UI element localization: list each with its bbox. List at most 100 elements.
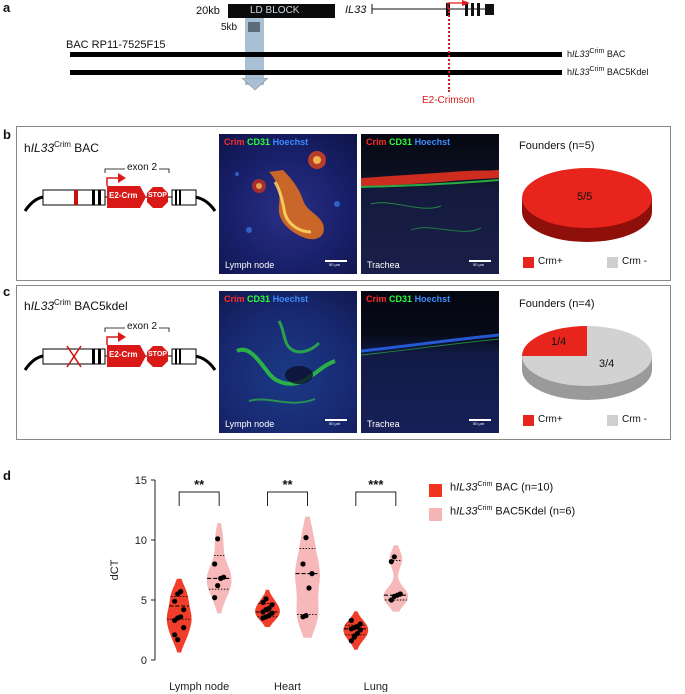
micrograph-c-lymph-node-signal (236, 320, 336, 404)
y-axis-label: dCT (109, 559, 121, 580)
bac-name-label: BAC RP11-7525F15 (66, 39, 166, 51)
data-point (388, 597, 394, 603)
ld-block-bar: LD BLOCK (228, 4, 335, 18)
block-5kb (248, 22, 260, 32)
data-point (172, 598, 178, 604)
e2-crimson-label: E2-Crimson (422, 95, 475, 106)
legend-c-crm-neg-swatch (607, 415, 618, 426)
data-point (215, 583, 221, 589)
panel-letter-c: c (3, 284, 11, 299)
ld-block-label: LD BLOCK (250, 5, 300, 16)
data-point (181, 607, 187, 613)
bac-line-1 (70, 52, 562, 57)
micrograph-c-lymph-node: Crim CD31 Hoechst Lymph node 50 µm (219, 291, 357, 433)
panel-letter-b: b (3, 127, 11, 142)
data-point (175, 637, 181, 643)
legend-d-bac-swatch (429, 484, 442, 497)
data-point (303, 535, 309, 541)
stain-labels-b2: Crim CD31 Hoechst (366, 137, 451, 147)
pie-chart-c (522, 326, 652, 400)
data-point (303, 613, 309, 619)
tissue-label-b1: Lymph node (225, 260, 275, 270)
y-tick-label: 5 (141, 595, 147, 607)
e2crm-label-c: E2-Crm (109, 350, 138, 359)
legend-b-crm-neg-swatch (607, 257, 618, 268)
data-point (357, 621, 363, 627)
il33-gene-model (371, 0, 494, 16)
legend-d-bac5kdel-label: hIL33Crim BAC5Kdel (n=6) (450, 505, 576, 518)
bac-line-2-label: hIL33Crim BAC5Kdel (567, 66, 649, 77)
significance-bracket (355, 491, 397, 506)
micrograph-b-trachea: Crim CD31 Hoechst Trachea 50 µm (361, 134, 499, 274)
pie-c-label-pos: 1/4 (551, 336, 567, 348)
pie-c-slice-crm-pos (522, 326, 587, 356)
data-point (181, 625, 187, 631)
panel-b-box: hIL33Crim BAC exon 2 E2-Crm STOP (16, 126, 671, 281)
e2crm-label-b: E2-Crm (109, 191, 138, 200)
data-point (260, 599, 266, 605)
exon2-label-b: exon 2 (125, 162, 160, 173)
data-point (178, 589, 184, 595)
violin-body (295, 516, 320, 638)
scale-text-c2: 50 µm (473, 421, 485, 426)
scale-bar-b1 (325, 260, 347, 262)
data-point (397, 591, 403, 597)
data-point (178, 614, 184, 620)
scale-bar-b2 (469, 260, 491, 262)
stop-label-c: STOP (148, 351, 167, 358)
bac-line-1-label: hIL33Crim BAC (567, 48, 626, 59)
pie-chart-b (522, 168, 652, 242)
panel-letter-a: a (3, 0, 11, 15)
legend-c-crm-pos: Crm+ (538, 414, 563, 425)
significance-label: ** (194, 477, 205, 492)
legend-d-bac5kdel-swatch (429, 508, 442, 521)
data-point (269, 610, 275, 616)
micrograph-b-trachea-signal (361, 170, 499, 232)
scale-text-b2: 50 µm (473, 262, 485, 267)
data-point (348, 638, 354, 644)
data-point (300, 561, 306, 567)
legend-b-crm-pos-swatch (523, 257, 534, 268)
data-point (172, 632, 178, 638)
legend-d-bac-label: hIL33Crim BAC (n=10) (450, 481, 554, 494)
micrograph-c-trachea: Crim CD31 Hoechst Trachea 50 µm (361, 291, 499, 433)
micrograph-b-lymph-node-signal (235, 151, 340, 240)
data-point (309, 571, 315, 577)
significance-label: *** (368, 477, 384, 492)
panel-c-title: hIL33Crim BAC5kdel (24, 298, 128, 313)
data-point (306, 585, 312, 591)
e2-crimson-dotted-line (448, 8, 450, 92)
scale-text-c1: 50 µm (329, 421, 341, 426)
x-tick-label: Lymph node (169, 681, 229, 692)
stain-labels-c2: Crim CD31 Hoechst (366, 294, 451, 304)
data-point (266, 605, 272, 611)
data-point (215, 536, 221, 542)
ld-region-arrow (241, 78, 269, 91)
construct-diagram-c (23, 327, 217, 371)
tissue-label-c2: Trachea (367, 419, 400, 429)
pie-c-label-neg: 3/4 (599, 358, 615, 370)
y-tick-label: 0 (141, 655, 147, 667)
data-point (391, 554, 397, 560)
exon2-label-c: exon 2 (125, 321, 160, 332)
x-tick-label: Heart (274, 681, 301, 692)
panel-c-box: hIL33Crim BAC5kdel exon 2 E2-Crm STOP Cr… (16, 285, 671, 440)
legend-c-crm-neg: Crm - (622, 414, 647, 425)
scale-bar-c1 (325, 419, 347, 421)
stain-labels-b1: Crim CD31 Hoechst (224, 137, 309, 147)
data-point (263, 596, 269, 602)
data-point (354, 631, 360, 637)
founders-title-c: Founders (n=4) (519, 298, 595, 310)
data-point (212, 561, 218, 567)
y-tick-label: 10 (135, 535, 147, 547)
panel-letter-d: d (3, 468, 11, 483)
data-point (348, 617, 354, 623)
data-point (212, 595, 218, 601)
tissue-label-c1: Lymph node (225, 419, 275, 429)
il33-gene-label: IL33 (345, 4, 367, 16)
legend-b-crm-pos: Crm+ (538, 256, 563, 267)
bac-line-2 (70, 70, 562, 75)
construct-diagram-b (23, 168, 217, 212)
micrograph-b-lymph-node: Crim CD31 Hoechst Lymph node 50 µm (219, 134, 357, 274)
